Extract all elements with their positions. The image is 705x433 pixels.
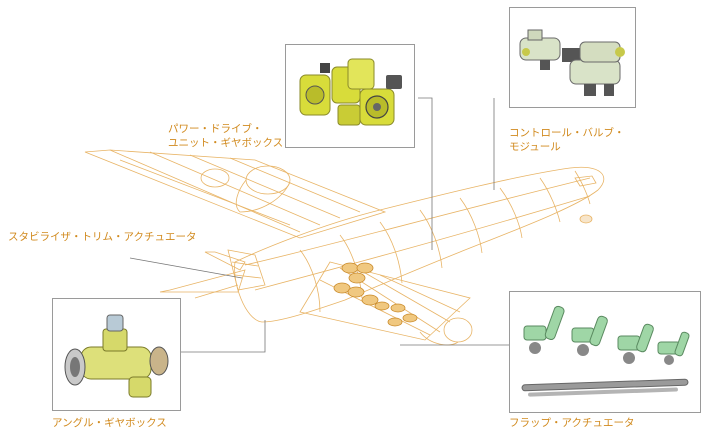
angle-gearbox-photo-box — [52, 298, 181, 411]
label-angle-gearbox: アングル・ギヤボックス — [52, 417, 167, 429]
flap-actuator-photo-icon — [521, 305, 690, 397]
label-control-valve-line1: コントロール・バルブ・ — [509, 127, 625, 139]
component-markers — [333, 262, 418, 327]
label-power-drive-line2: ユニット・ギヤボックス — [168, 137, 284, 149]
angle-gearbox-photo-icon — [64, 314, 169, 398]
power-drive-photo-box — [285, 44, 415, 148]
label-flap-actuator: フラップ・アクチュエータ — [509, 417, 635, 429]
label-power-drive-line1: パワー・ドライブ・ — [168, 123, 263, 135]
flap-actuator-photo-box — [509, 291, 701, 413]
leader-lines — [129, 97, 510, 353]
control-valve-photo-box — [509, 7, 636, 108]
gearbox-photo-icon — [299, 58, 402, 126]
label-control-valve-line2: モジュール — [509, 141, 561, 153]
label-stabilizer: スタビライザ・トリム・アクチュエータ — [8, 231, 197, 243]
aircraft-wireframe-icon — [84, 149, 605, 346]
valve-module-photo-icon — [519, 29, 625, 96]
